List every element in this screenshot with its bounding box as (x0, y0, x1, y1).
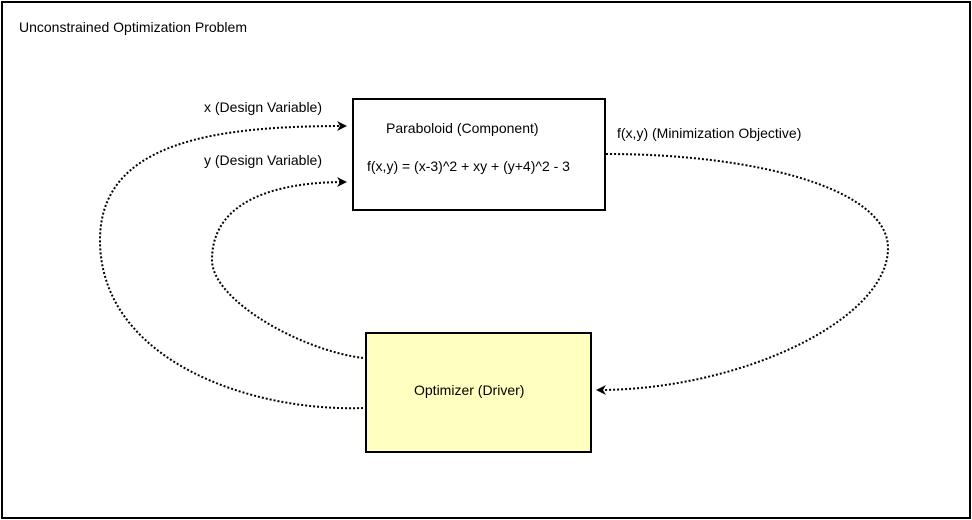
y-design-variable-label: y (Design Variable) (204, 152, 323, 168)
minimization-objective-label: f(x,y) (Minimization Objective) (617, 125, 802, 141)
diagram-title: Unconstrained Optimization Problem (19, 19, 247, 35)
component-box (352, 98, 606, 211)
driver-label: Optimizer (Driver) (414, 382, 525, 398)
component-title: Paraboloid (Component) (386, 120, 539, 136)
component-formula: f(x,y) = (x-3)^2 + xy + (y+4)^2 - 3 (367, 158, 570, 174)
driver-box (365, 332, 592, 453)
x-design-variable-label: x (Design Variable) (204, 99, 323, 115)
